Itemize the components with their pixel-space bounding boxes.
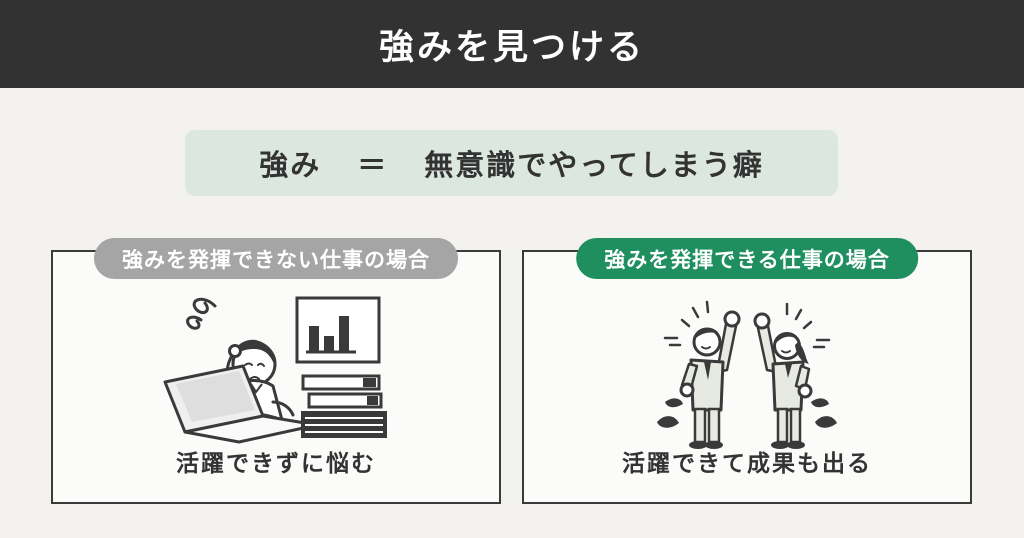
- panel-strength: 強みを発揮できる仕事の場合: [522, 238, 972, 504]
- definition-description: 無意識でやってしまう癖: [424, 150, 764, 182]
- panel-strength-caption: 活躍できて成果も出る: [622, 450, 872, 476]
- panel-no-strength-label: 強みを発揮できない仕事の場合: [122, 248, 430, 272]
- equals-sign: ＝: [357, 150, 389, 182]
- panel-no-strength-caption: 活躍できずに悩む: [176, 450, 376, 476]
- troubled-worker-illustration: [53, 290, 499, 450]
- definition-term: 強み: [259, 150, 322, 182]
- celebrating-workers-illustration: [524, 290, 970, 460]
- header-bar: 強みを見つける: [0, 0, 1024, 88]
- definition-box: 強み ＝ 無意識でやってしまう癖: [185, 130, 838, 196]
- panel-no-strength-label-badge: 強みを発揮できない仕事の場合: [94, 238, 458, 279]
- page-title: 強みを見つける: [378, 27, 645, 67]
- panel-strength-label: 強みを発揮できる仕事の場合: [604, 248, 890, 272]
- panel-no-strength: 強みを発揮できない仕事の場合: [51, 238, 501, 504]
- panel-strength-label-badge: 強みを発揮できる仕事の場合: [576, 238, 918, 279]
